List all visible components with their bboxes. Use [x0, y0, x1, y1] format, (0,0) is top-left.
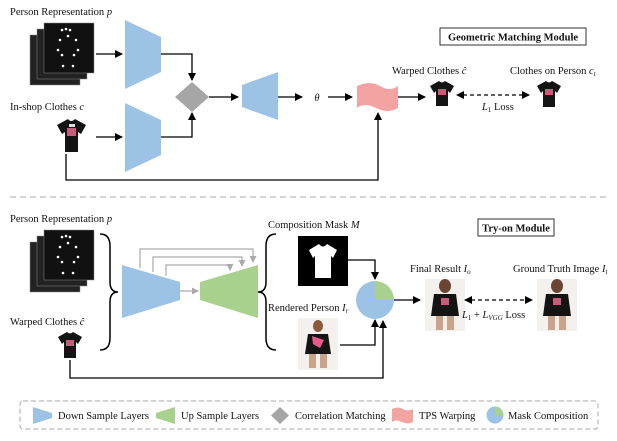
legend-tps-label: TPS Warping	[419, 411, 476, 422]
gmm-target-tshirt	[537, 81, 561, 107]
gmm-correlation-diamond	[175, 82, 209, 112]
gmm-arrow-pose-corr	[161, 53, 196, 81]
gmm-encoder-clothes	[125, 103, 161, 172]
legend-down-icon	[33, 407, 52, 424]
gmm-loss-label: L1 Loss	[481, 102, 514, 114]
tom-title-box	[477, 218, 555, 237]
legend-mask-label: Mask Composition	[508, 411, 589, 422]
tom-arrow-clothes-comp	[69, 320, 387, 379]
legend: Down Sample Layers Up Sample Layers Corr…	[19, 400, 599, 430]
tom-section: Try-on Module Person Representation p Wa…	[10, 214, 608, 379]
gmm-regression	[242, 72, 278, 120]
tom-final-label: Final Result Io	[410, 264, 471, 276]
tom-output-brace	[257, 233, 277, 351]
tom-final-image	[425, 279, 465, 331]
tom-unet-decoder	[200, 265, 258, 318]
tom-loss-label: L1 + LVGG Loss	[461, 310, 525, 322]
tom-input-brace	[99, 233, 119, 351]
legend-correlation-label: Correlation Matching	[295, 411, 386, 422]
gmm-title-box	[439, 27, 587, 46]
tom-gt-image	[537, 279, 577, 331]
tom-warped-tshirt	[58, 332, 82, 358]
gmm-warped-label: Warped Clothes ĉ	[392, 66, 467, 77]
gmm-pose-stack	[29, 22, 95, 86]
tom-pose-stack	[29, 229, 95, 293]
gmm-theta: θ	[314, 93, 319, 104]
legend-up-label: Up Sample Layers	[181, 411, 259, 422]
gmm-section: Geometric Matching Module Person Represe…	[10, 7, 597, 181]
gmm-person-rep-label: Person Representation p	[10, 7, 112, 18]
tom-skip-connections	[139, 248, 257, 276]
tom-unet-encoder	[122, 265, 180, 318]
tom-rendered-label: Rendered Person Ir	[268, 303, 349, 315]
tom-person-rep-label: Person Representation p	[10, 214, 112, 225]
gmm-arrow-clothes-corr	[161, 112, 196, 138]
gmm-warped-tshirt	[430, 81, 454, 106]
gmm-tps-warp	[357, 83, 398, 111]
gmm-inshop-tshirt	[57, 119, 86, 152]
tom-arrow-mask-comp	[348, 259, 379, 280]
legend-up-icon	[156, 407, 175, 424]
tom-mask-composition	[356, 281, 394, 319]
tom-warped-label: Warped Clothes ĉ	[10, 317, 85, 328]
gmm-arrow-clothes-tps	[65, 112, 382, 181]
tom-arrow-rendered-comp	[340, 319, 379, 346]
tom-mask-label: Composition Mask M	[268, 220, 361, 231]
gmm-encoder-pose	[125, 20, 161, 89]
tom-mask-image	[298, 236, 348, 286]
gmm-inshop-label: In-shop Clothes c	[10, 102, 84, 113]
tom-rendered-image	[298, 318, 338, 370]
gmm-title: Geometric Matching Module	[448, 33, 578, 44]
gmm-clothes-on-person-label: Clothes on Person ct	[510, 66, 597, 78]
legend-mask-icon	[486, 406, 504, 424]
legend-correlation-icon	[271, 407, 289, 424]
legend-tps-icon	[392, 407, 413, 424]
tom-gt-label: Ground Truth Image It	[513, 264, 608, 276]
tom-title: Try-on Module	[482, 224, 550, 235]
legend-down-label: Down Sample Layers	[58, 411, 149, 422]
legend-box	[19, 400, 599, 430]
